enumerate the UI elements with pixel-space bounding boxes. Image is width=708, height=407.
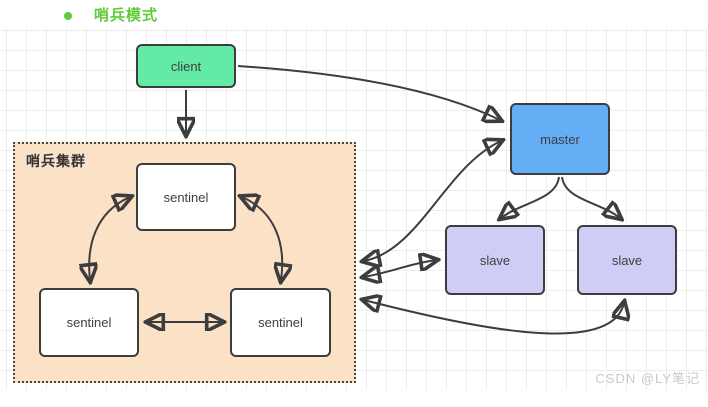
node-client-label: client bbox=[170, 58, 202, 74]
sentinel-cluster-label: 哨兵集群 bbox=[26, 153, 86, 169]
node-sentinel-top: sentinel bbox=[136, 163, 236, 231]
node-sentinel-right: sentinel bbox=[230, 288, 331, 357]
node-sentinel-left: sentinel bbox=[39, 288, 139, 357]
node-slave-left-label: slave bbox=[479, 252, 511, 268]
watermark: CSDN @LY笔记 bbox=[595, 371, 700, 386]
node-sentinel-right-label: sentinel bbox=[258, 315, 303, 330]
node-master-label: master bbox=[540, 131, 580, 147]
node-sentinel-top-label: sentinel bbox=[163, 189, 209, 205]
page-header: 哨兵模式 bbox=[0, 0, 708, 28]
node-sentinel-left-label: sentinel bbox=[66, 315, 112, 330]
page-title: 哨兵模式 bbox=[94, 7, 159, 24]
list-bullet-icon bbox=[64, 12, 72, 20]
node-master: master bbox=[510, 103, 610, 175]
node-client: client bbox=[136, 44, 236, 88]
node-slave-right: slave bbox=[577, 225, 677, 295]
node-slave-left: slave bbox=[445, 225, 545, 295]
node-slave-right-label: slave bbox=[611, 252, 643, 268]
